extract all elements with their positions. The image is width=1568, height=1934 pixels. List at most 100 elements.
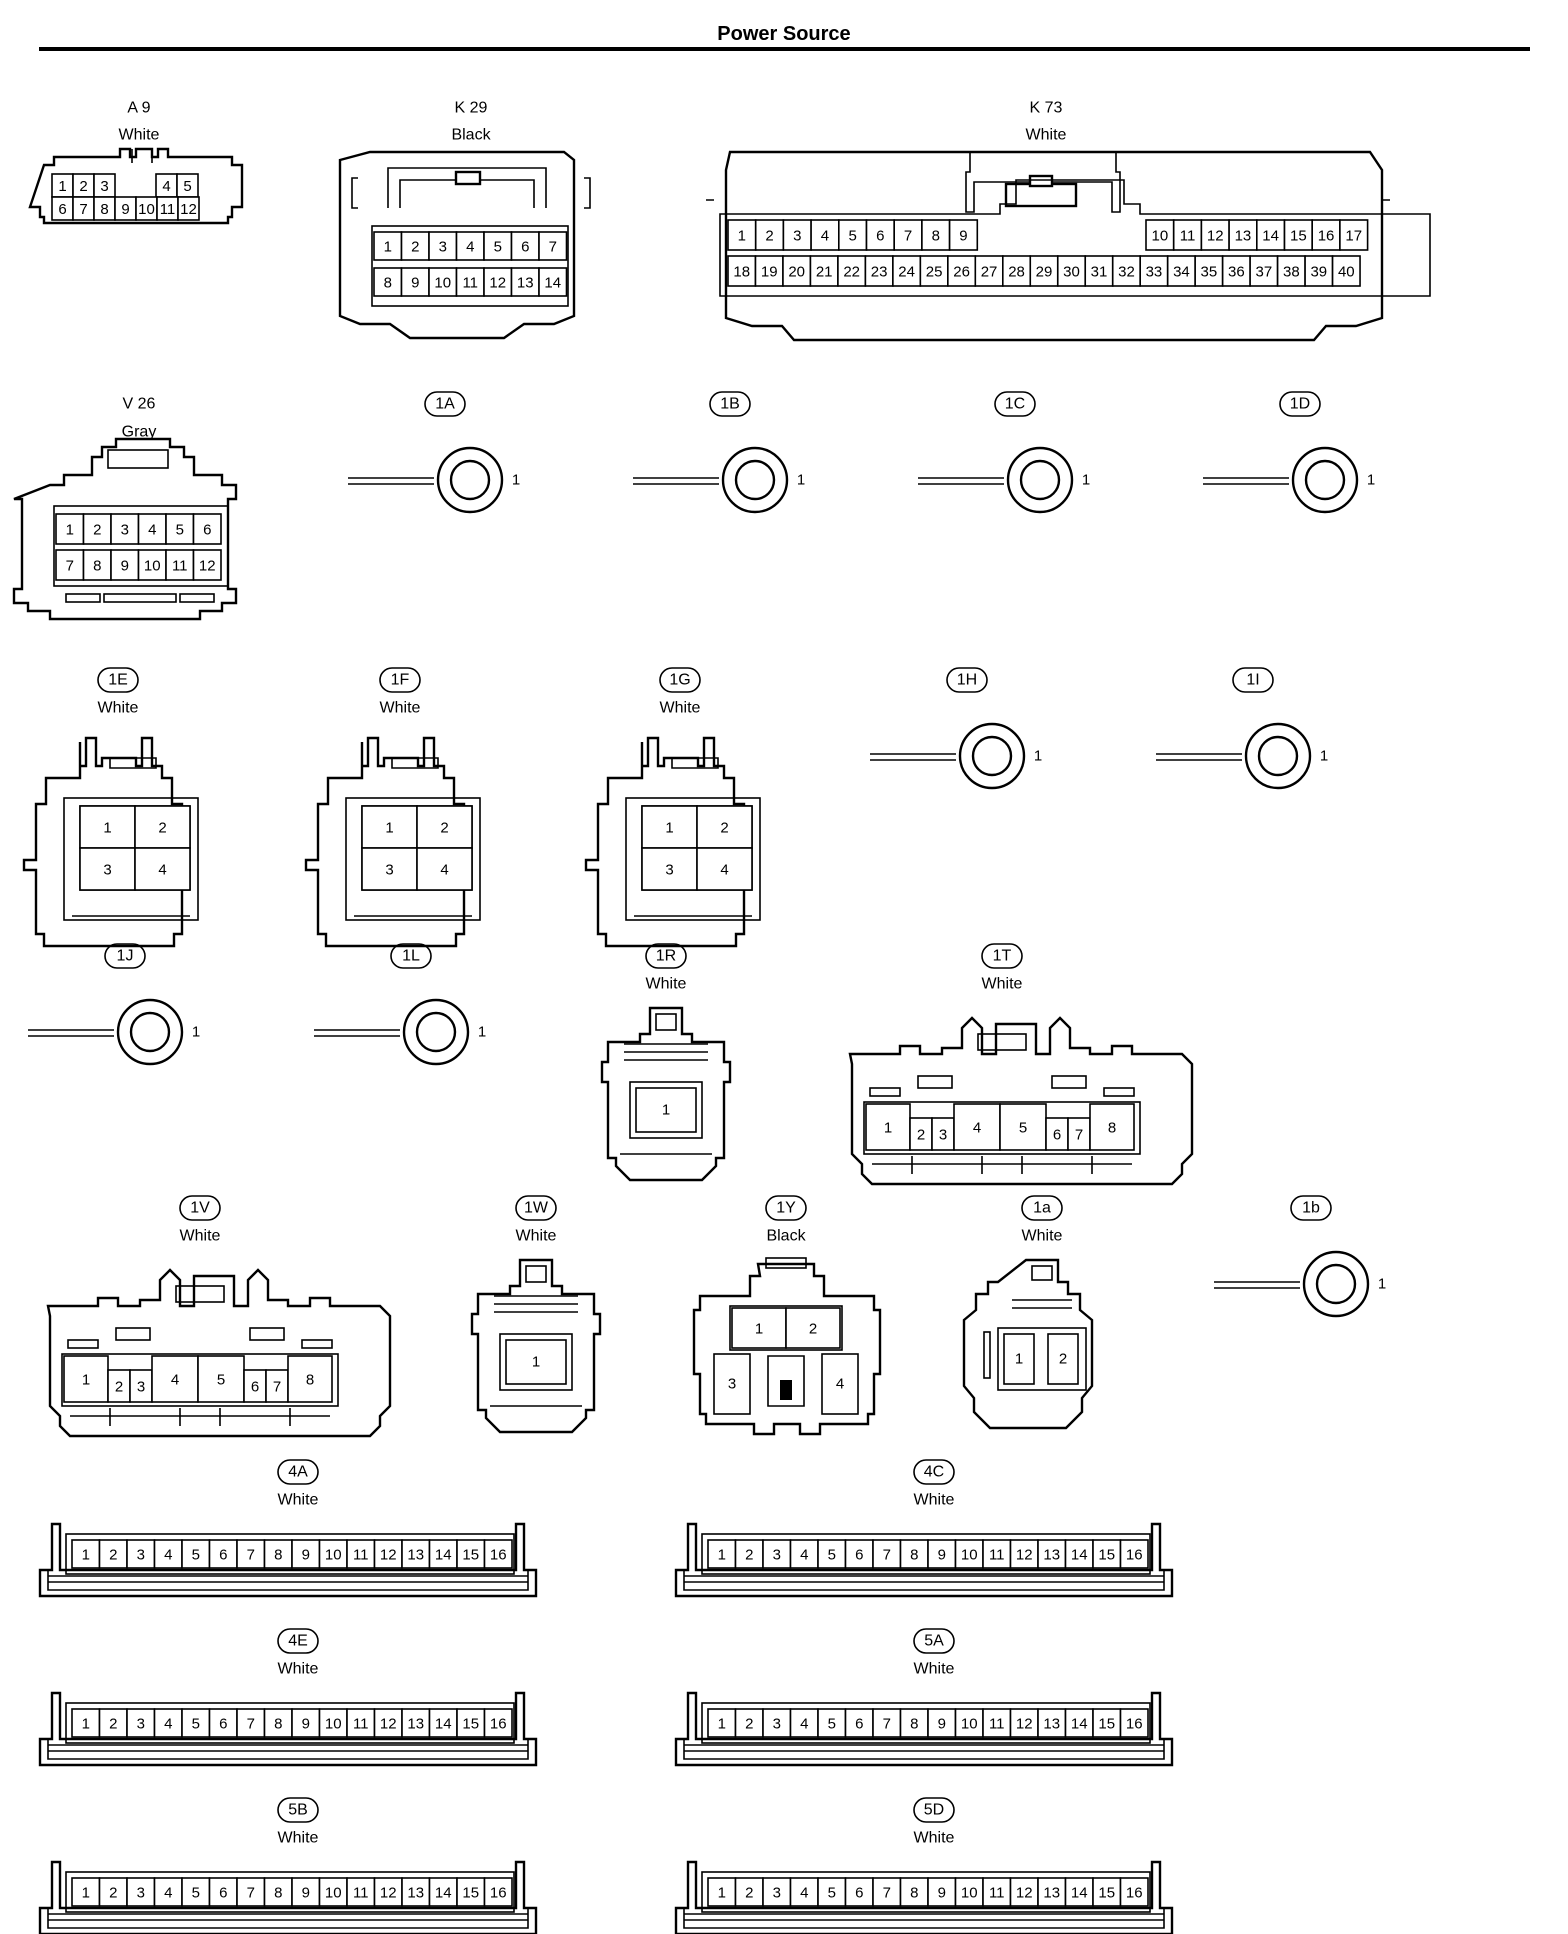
K29-pin-cell [483, 231, 513, 261]
terminal-pin-number: 1 [512, 472, 520, 489]
5B-pin-number: 9 [302, 1885, 310, 1902]
V26-pin-number: 3 [121, 522, 129, 539]
ring-hole [971, 735, 1013, 777]
5B-pin-cell [236, 1877, 266, 1907]
5B-pin-number: 11 [353, 1885, 369, 1902]
V26-pin-cell [192, 513, 222, 545]
5B-pin-cell [456, 1877, 486, 1907]
4E-pin-cell [126, 1708, 156, 1738]
4E-pin-number: 16 [490, 1716, 507, 1733]
1E-pin-cell [79, 847, 136, 891]
strip-rail [684, 1575, 1164, 1583]
connector-code: 1A [435, 396, 455, 413]
5B-pin-number: 3 [137, 1885, 145, 1902]
connector-1J: 1J1 [28, 943, 200, 1066]
K73-pin-number: 16 [1318, 228, 1335, 245]
4C-pin-cell [954, 1539, 984, 1569]
V26-pin-number: 2 [93, 522, 101, 539]
cavity-frame [701, 1871, 1151, 1913]
5D-pin-number: 5 [828, 1885, 836, 1902]
1F-pin-number: 4 [440, 862, 448, 879]
5B-pin-cell [483, 1877, 513, 1907]
connector-code-badge [765, 1195, 807, 1221]
5A-pin-number: 16 [1126, 1716, 1143, 1733]
1V-pin-cell [197, 1355, 245, 1403]
5B-pin-cell [181, 1877, 211, 1907]
4C-pin-number: 5 [828, 1547, 836, 1564]
strip-housing [38, 1691, 538, 1767]
5D-pin-cell [954, 1877, 984, 1907]
cavity-frame [65, 1533, 515, 1575]
4A-pin-cell [126, 1539, 156, 1569]
4A-pin-number: 4 [164, 1547, 172, 1564]
5B-pin-number: 2 [109, 1885, 117, 1902]
cavity-frame [701, 1533, 1151, 1575]
4C-pin-number: 3 [773, 1547, 781, 1564]
K73-pin-number: 15 [1290, 228, 1307, 245]
4E-pin-number: 1 [82, 1716, 90, 1733]
connector-code-badge [946, 667, 988, 693]
5A-pin-number: 6 [855, 1716, 863, 1733]
4C-pin-number: 15 [1098, 1547, 1115, 1564]
V26-pin-number: 11 [172, 558, 188, 575]
K29-pin-cell [455, 231, 485, 261]
1T-pin-number: 6 [1053, 1127, 1061, 1144]
K29-pin-number: 7 [549, 239, 557, 256]
K29-pin-number: 3 [439, 239, 447, 256]
connector-code-badge [913, 1459, 955, 1485]
K73-pin-number: 22 [843, 264, 860, 281]
cavity-frame [345, 797, 481, 921]
5D-pin-number: 7 [883, 1885, 891, 1902]
5A-pin-number: 4 [800, 1716, 808, 1733]
connector-code-badge [913, 1628, 955, 1654]
4C-pin-number: 11 [989, 1547, 1005, 1564]
connector-code-badge [1021, 1195, 1063, 1221]
1V-pin-cell [287, 1355, 333, 1403]
connector-color: White [646, 976, 687, 993]
5B-pin-number: 10 [325, 1885, 342, 1902]
1a-pin-cell [1003, 1333, 1035, 1385]
housing-rib [70, 1408, 330, 1426]
connector-code-badge [913, 1797, 955, 1823]
4C-pin-number: 2 [745, 1547, 753, 1564]
5A-pin-cell [1064, 1708, 1094, 1738]
1E-pin-number: 1 [103, 820, 111, 837]
1F-pin-cell [416, 805, 473, 849]
4C-pin-number: 9 [938, 1547, 946, 1564]
strip-rail [684, 1913, 1164, 1921]
1V-pin-number: 4 [171, 1372, 179, 1389]
1Y-pin-number: 1 [755, 1321, 763, 1338]
K29-pin-cell [373, 231, 403, 261]
1Y-pin-cell [821, 1353, 859, 1415]
4E-pin-number: 10 [325, 1716, 342, 1733]
K73-pin-number: 19 [761, 264, 778, 281]
connector-1b: 1b1 [1214, 1195, 1386, 1318]
K29-pin-cell [538, 231, 568, 261]
V26-pin-cell [82, 549, 112, 581]
connector-code-badge [645, 943, 687, 969]
K73-pin-cell [1145, 219, 1175, 251]
ring-hole [449, 459, 491, 501]
strip-rail [48, 1913, 528, 1921]
strip-housing [38, 1860, 538, 1934]
1V-pin-number: 6 [251, 1379, 259, 1396]
5A-pin-cell [762, 1708, 792, 1738]
connector-code: K 29 [455, 100, 488, 117]
4E-pin-number: 14 [435, 1716, 452, 1733]
1E-pin-cell [134, 805, 191, 849]
1T-pin-number: 4 [973, 1120, 981, 1137]
K73-pin-cell [919, 255, 949, 287]
connector-color: White [516, 1228, 557, 1245]
4E-pin-cell [373, 1708, 403, 1738]
4E-pin-number: 11 [353, 1716, 369, 1733]
strip-rail [48, 1744, 528, 1752]
terminal-pin-number: 1 [1367, 472, 1375, 489]
K73-pin-cell [1304, 255, 1334, 287]
ring-hole [1315, 1263, 1357, 1305]
